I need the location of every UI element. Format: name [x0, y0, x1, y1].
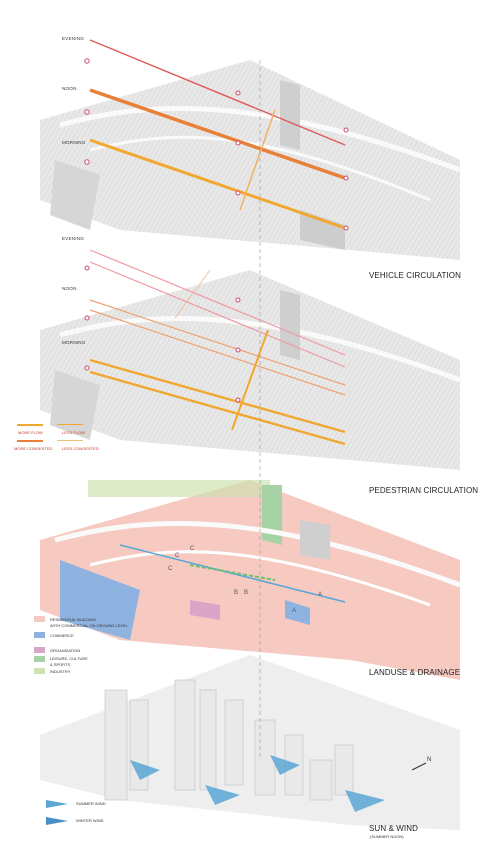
site-tag-b1: B	[234, 590, 239, 596]
site-tag-c3: C	[168, 566, 173, 572]
less-congested-swatch	[57, 440, 83, 441]
vehicle-block	[280, 80, 300, 150]
legend-summer-wind: SUMMER WIND	[76, 801, 106, 806]
landuse-road	[89, 550, 431, 607]
evening-route	[89, 39, 346, 146]
pedestrian-time-noon: NOON	[62, 286, 77, 291]
landuse-plate	[40, 480, 460, 680]
site-tag-c1: C	[190, 546, 195, 552]
sunwind-layer	[40, 655, 460, 830]
landuse-title: LANDUSE & DRAINAGE	[369, 668, 461, 677]
noon-route	[89, 88, 346, 180]
vehicle-road	[89, 135, 431, 202]
legend-residential: RESIDENTIAL BUILDING	[50, 617, 97, 622]
vehicle-title: VEHICLE CIRCULATION	[369, 271, 461, 280]
pedestrian-time-morning: MORNING	[62, 340, 86, 345]
north-label: N	[427, 757, 432, 763]
morning-route	[89, 138, 346, 230]
vehicle-time-morning: MORNING	[62, 140, 86, 145]
legend-industry: INDUSTRY	[50, 669, 71, 674]
green-link	[189, 564, 276, 581]
landuse-road	[54, 520, 461, 588]
more-flow-swatch	[17, 424, 43, 426]
organization-area	[190, 600, 220, 620]
pedestrian-title: PEDESTRIAN CIRCULATION	[369, 486, 479, 495]
legend-winter-wind: WINTER WIND	[76, 818, 104, 823]
site-tag-b2: B	[244, 590, 249, 596]
less-flow-swatch	[57, 424, 83, 425]
winter-wind-swatch	[46, 817, 68, 825]
site-tag-a1: A	[292, 608, 297, 614]
legend-commerce: COMMERCE	[50, 633, 74, 638]
pedestrian-layer	[17, 249, 461, 470]
pedestrian-road	[59, 315, 461, 383]
vehicle-block	[50, 160, 100, 230]
landuse-legend-swatches	[34, 616, 45, 674]
pedestrian-routes	[89, 249, 346, 446]
vehicle-road	[59, 105, 461, 173]
grey-block	[300, 520, 330, 560]
legend-residential-commercial: WITH COMMERCIAL ON GROUND LEVEL	[50, 623, 128, 628]
legend-more-congested: MORE CONGESTED	[14, 446, 53, 451]
summer-wind-swatch	[46, 800, 68, 808]
more-congested-swatch	[17, 440, 43, 442]
commerce-area	[60, 560, 140, 640]
legend-more-flow: MORE FLOW	[18, 430, 43, 435]
north-arrow	[411, 762, 427, 771]
park-area	[262, 485, 282, 545]
pedestrian-block	[50, 370, 100, 440]
vehicle-markers	[84, 58, 349, 231]
site-tag-a2: A	[318, 592, 323, 598]
pedestrian-plate	[40, 270, 460, 470]
wind-arrows	[130, 755, 385, 812]
sunwind-title: SUN & WIND	[369, 824, 418, 833]
legend-less-congested: LESS CONGESTED	[62, 446, 99, 451]
vehicle-time-noon: NOON	[62, 86, 77, 91]
pedestrian-block	[280, 290, 300, 360]
vehicle-block	[300, 210, 345, 250]
buildings	[104, 679, 354, 801]
site-tag-c2: C	[175, 553, 180, 559]
legend-sports: & SPORTS	[50, 662, 71, 667]
legend-organization: ORGANIZATION	[50, 648, 81, 653]
industry-area	[88, 480, 270, 497]
legend-leisure: LEISURE, CULTURE	[50, 656, 88, 661]
landuse-layer	[34, 480, 461, 680]
legend-less-flow: LESS FLOW	[62, 430, 85, 435]
pedestrian-markers	[84, 265, 241, 403]
vehicle-time-evening: EVENING	[62, 36, 85, 41]
cross-route	[239, 109, 276, 211]
commerce-area	[285, 600, 310, 625]
vehicle-plate	[40, 60, 460, 260]
sunwind-subtitle: (SUMMER NOON)	[370, 834, 404, 839]
vehicle-layer	[40, 39, 461, 260]
pedestrian-time-evening: EVENING	[62, 236, 85, 241]
